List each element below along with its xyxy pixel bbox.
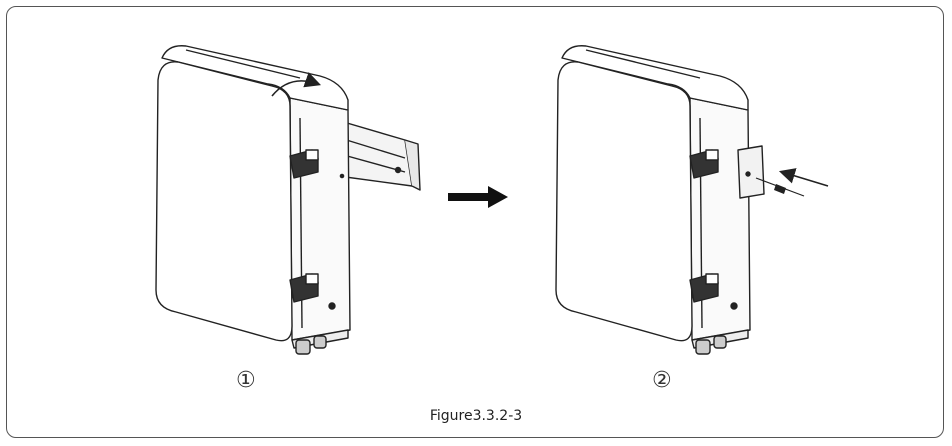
figure-frame xyxy=(6,6,944,438)
cable-glands xyxy=(291,329,349,355)
hinge-top-2 xyxy=(689,149,719,179)
screw xyxy=(755,177,805,197)
rotate-arrow xyxy=(271,72,322,97)
bracket-plate xyxy=(737,145,765,199)
next-step-arrow xyxy=(448,186,508,208)
mounting-rail xyxy=(329,117,421,191)
hinge-top xyxy=(289,149,319,179)
insert-arrow xyxy=(778,168,829,187)
device-step-1 xyxy=(155,45,421,355)
device-step-2 xyxy=(555,45,765,355)
figure-caption: Figure3.3.2-3 xyxy=(429,408,523,424)
hinge-bottom-2 xyxy=(689,273,719,303)
step-2-label: ② xyxy=(652,368,672,393)
cable-glands-2 xyxy=(691,329,749,355)
hinge-bottom xyxy=(289,273,319,303)
step-1-label: ① xyxy=(236,368,256,393)
